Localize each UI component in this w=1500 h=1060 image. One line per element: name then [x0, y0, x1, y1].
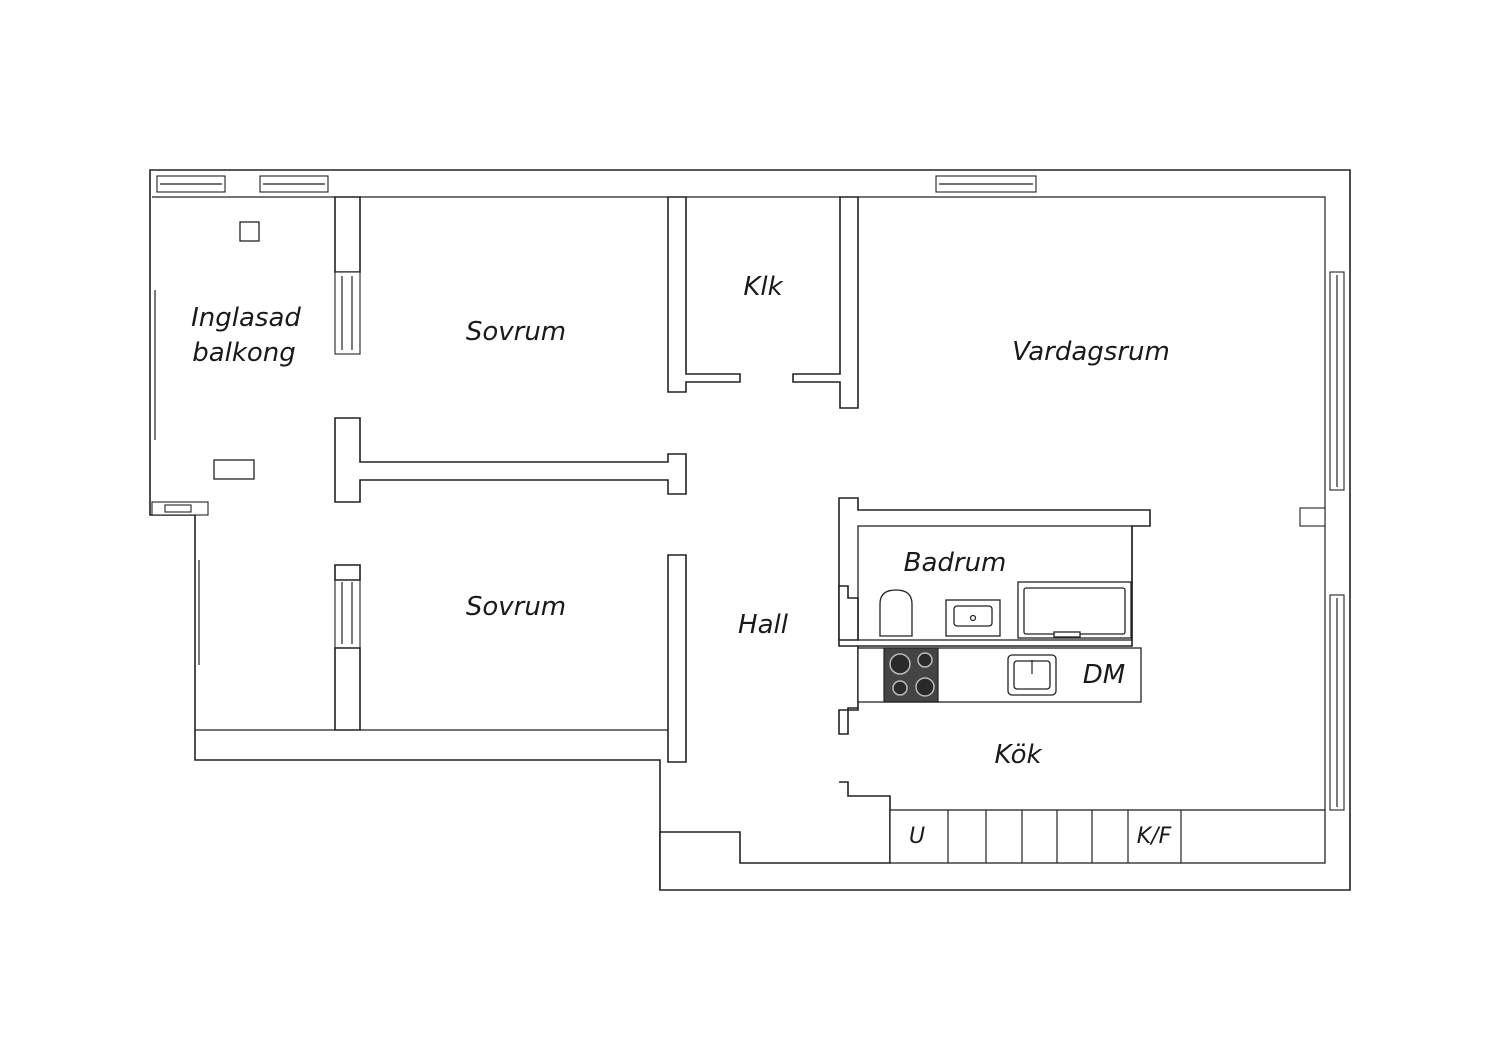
- bathroom-fixtures: [879, 581, 1132, 639]
- windows-top: [156, 175, 1037, 193]
- label-glazed-balcony-1: Inglasad: [191, 303, 301, 333]
- label-living-room: Vardagsrum: [1012, 337, 1170, 367]
- label-oven: U: [909, 824, 925, 849]
- kitchen-counter: [857, 647, 1142, 703]
- label-fridge-freezer: K/F: [1137, 824, 1172, 849]
- label-dishwasher: DM: [1083, 660, 1125, 690]
- label-closet: Klk: [743, 272, 783, 302]
- label-bathroom: Badrum: [904, 548, 1007, 578]
- kitchen-cabinets: [889, 809, 1326, 864]
- room-labels: Inglasad balkong Sovrum Klk Vardagsrum B…: [191, 272, 1171, 849]
- windows-right: [1299, 271, 1345, 811]
- bathtub-icon: [1023, 587, 1126, 635]
- balcony-glazing: [151, 290, 209, 665]
- toilet-icon: [879, 589, 913, 637]
- label-kitchen: Kök: [994, 740, 1042, 770]
- label-bedroom-top: Sovrum: [466, 317, 566, 347]
- label-hall: Hall: [738, 610, 789, 640]
- balcony-fixtures: [213, 221, 260, 480]
- label-glazed-balcony-2: balkong: [192, 338, 296, 368]
- label-bedroom-bottom: Sovrum: [466, 592, 566, 622]
